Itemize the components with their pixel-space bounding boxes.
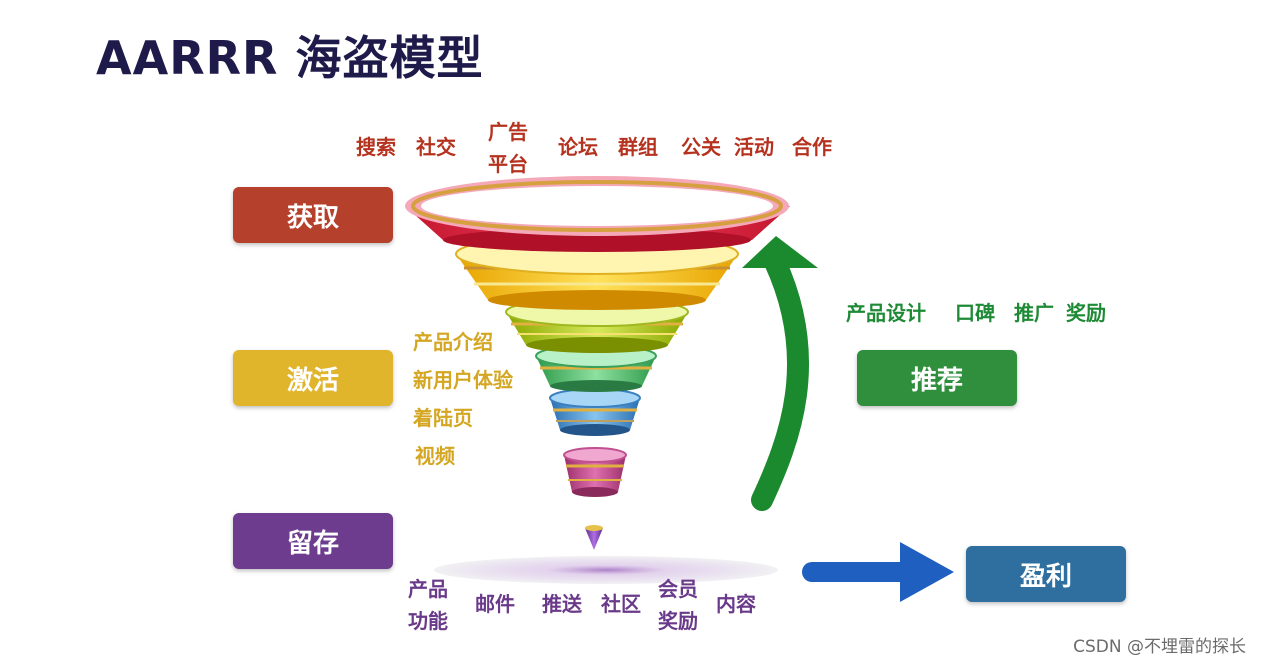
retention-member-reward: 会员 奖励: [658, 573, 698, 637]
activation-new-user-experience: 新用户体验: [413, 368, 513, 392]
retention-email: 邮件: [475, 592, 515, 616]
activation-product-intro: 产品介绍: [413, 330, 493, 354]
channel-ad-line2: 平台: [488, 152, 528, 176]
referral-product-design: 产品设计: [846, 301, 926, 325]
stage-acquisition-label: 获取: [286, 202, 339, 233]
retention-member-line2: 奖励: [658, 609, 698, 633]
stage-referral: 推荐: [857, 350, 1017, 406]
referral-word-of-mouth: 口碑: [955, 301, 995, 325]
channel-ad-line1: 广告: [488, 120, 528, 144]
retention-community: 社区: [601, 592, 641, 616]
channel-pr: 公关: [681, 135, 721, 159]
retention-member-line1: 会员: [658, 577, 698, 601]
channel-social: 社交: [416, 135, 456, 159]
activation-video: 视频: [415, 444, 455, 468]
retention-product-line2: 功能: [408, 609, 448, 633]
channel-search: 搜索: [356, 135, 396, 159]
stage-retention-label: 留存: [286, 528, 339, 559]
channel-ad-platform: 广告 平台: [488, 116, 528, 180]
stage-retention: 留存: [233, 513, 393, 569]
retention-content: 内容: [716, 592, 756, 616]
stage-referral-label: 推荐: [910, 365, 963, 396]
channel-event: 活动: [734, 135, 774, 159]
stage-revenue: 盈利: [966, 546, 1126, 602]
activation-landing-page: 着陆页: [413, 406, 473, 430]
stage-acquisition: 获取: [233, 187, 393, 243]
channel-group: 群组: [618, 135, 658, 159]
retention-push: 推送: [542, 592, 582, 616]
channel-partnership: 合作: [792, 135, 832, 159]
referral-reward: 奖励: [1066, 301, 1106, 325]
retention-product-line1: 产品: [408, 577, 448, 601]
channel-forum: 论坛: [558, 135, 598, 159]
page-title: AARRR 海盗模型: [96, 31, 484, 85]
referral-promotion: 推广: [1014, 301, 1054, 325]
stage-revenue-label: 盈利: [1019, 561, 1072, 592]
watermark: CSDN @不埋雷的探长: [1073, 637, 1246, 657]
stage-activation-label: 激活: [286, 365, 339, 396]
stage-activation: 激活: [233, 350, 393, 406]
retention-product-feature: 产品 功能: [408, 573, 448, 637]
